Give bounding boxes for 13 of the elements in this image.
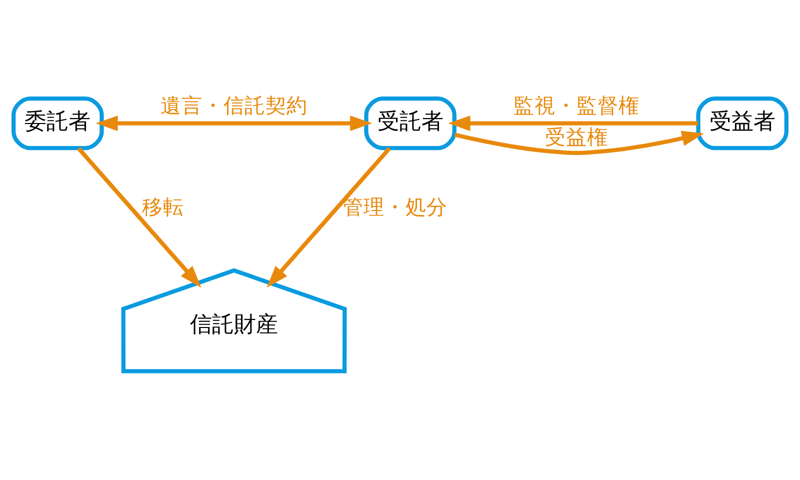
edge-label: 監視・監督権 xyxy=(513,93,640,118)
arrow xyxy=(448,116,698,132)
edge-label: 受益権 xyxy=(544,124,608,149)
arrow xyxy=(266,147,391,288)
edge-label: 管理・処分 xyxy=(342,195,448,220)
arrow xyxy=(454,130,704,156)
arrow xyxy=(96,116,372,132)
arrow xyxy=(77,147,202,288)
node-box: 受託者 xyxy=(364,96,456,150)
edge-label: 移転 xyxy=(142,195,184,220)
edge-label: 遺言・信託契約 xyxy=(160,93,308,118)
node-box: 委託者 xyxy=(12,96,104,150)
node-box: 受益者 xyxy=(696,96,788,150)
